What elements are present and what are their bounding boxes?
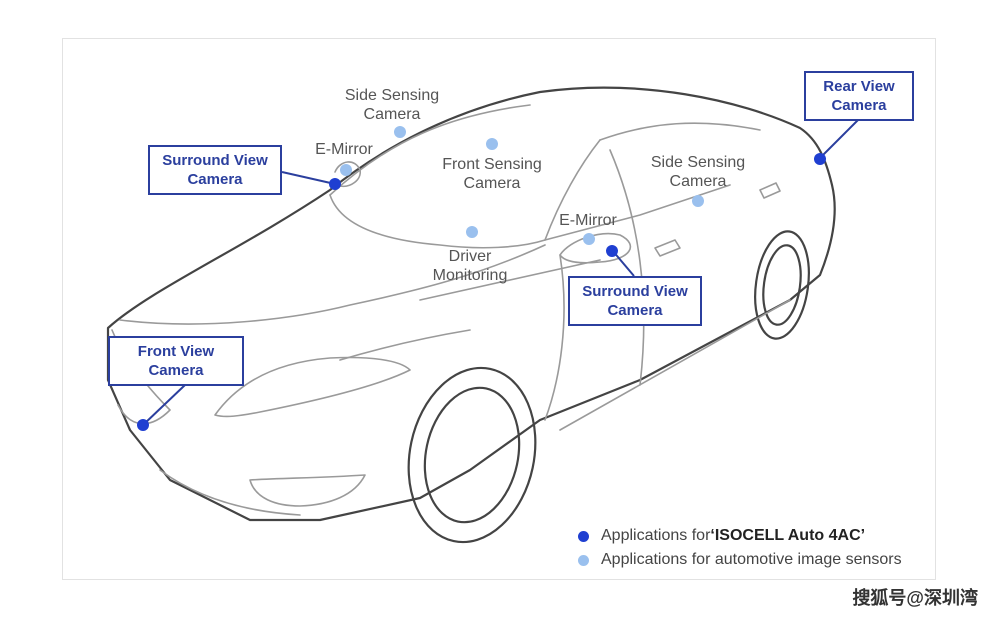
legend-secondary-dot bbox=[578, 554, 589, 566]
marker-driver-monitoring bbox=[466, 226, 478, 238]
marker-front-sensing bbox=[486, 138, 498, 150]
box-line: Camera bbox=[607, 302, 663, 319]
diagram-frame bbox=[62, 38, 936, 580]
legend-secondary-text: Applications for automotive image sensor… bbox=[601, 551, 902, 568]
legend-primary-dot bbox=[578, 530, 589, 542]
legend-primary-text: Applications for bbox=[601, 527, 711, 544]
marker-side-sensing-left bbox=[394, 126, 406, 138]
label-e-mirror-left: E-Mirror bbox=[315, 141, 373, 158]
label-side-sensing-camera-left: Side Sensing Camera bbox=[336, 86, 448, 124]
box-line: Rear View bbox=[823, 78, 895, 95]
label-line: Side Sensing bbox=[650, 154, 746, 171]
label-line: Front Sensing bbox=[442, 156, 542, 173]
label-front-sensing-camera: Front Sensing Camera bbox=[432, 155, 552, 193]
marker-side-sensing-right bbox=[692, 195, 704, 207]
label-driver-monitoring: Driver Monitoring bbox=[420, 247, 520, 285]
label-line: Monitoring bbox=[432, 267, 508, 284]
box-line: Camera bbox=[148, 362, 204, 379]
marker-e-mirror-right bbox=[583, 233, 595, 245]
label-side-sensing-camera-right: Side Sensing Camera bbox=[642, 153, 754, 191]
label-line: Camera bbox=[363, 106, 421, 123]
marker-front-view bbox=[137, 419, 149, 431]
legend: Applications for ‘ISOCELL Auto 4AC’ Appl… bbox=[578, 524, 902, 572]
legend-primary: Applications for ‘ISOCELL Auto 4AC’ bbox=[578, 524, 902, 548]
marker-e-mirror-left bbox=[340, 164, 352, 176]
watermark: 搜狐号@深圳湾 bbox=[852, 588, 978, 608]
marker-rear-view bbox=[814, 153, 826, 165]
box-line: Front View bbox=[137, 343, 215, 360]
label-e-mirror-right: E-Mirror bbox=[559, 212, 617, 229]
box-line: Surround View bbox=[582, 283, 688, 300]
box-line: Surround View bbox=[162, 152, 268, 169]
label-line: Side Sensing bbox=[344, 87, 440, 104]
marker-surround-view-right bbox=[606, 245, 618, 257]
legend-secondary: Applications for automotive image sensor… bbox=[578, 548, 902, 572]
legend-primary-product: ‘ISOCELL Auto 4AC’ bbox=[710, 527, 866, 544]
box-line: Camera bbox=[831, 97, 887, 114]
label-line: Camera bbox=[463, 175, 521, 192]
marker-surround-view-left bbox=[329, 178, 341, 190]
label-line: Camera bbox=[669, 173, 727, 190]
label-line: Driver bbox=[448, 248, 492, 265]
box-line: Camera bbox=[187, 171, 243, 188]
